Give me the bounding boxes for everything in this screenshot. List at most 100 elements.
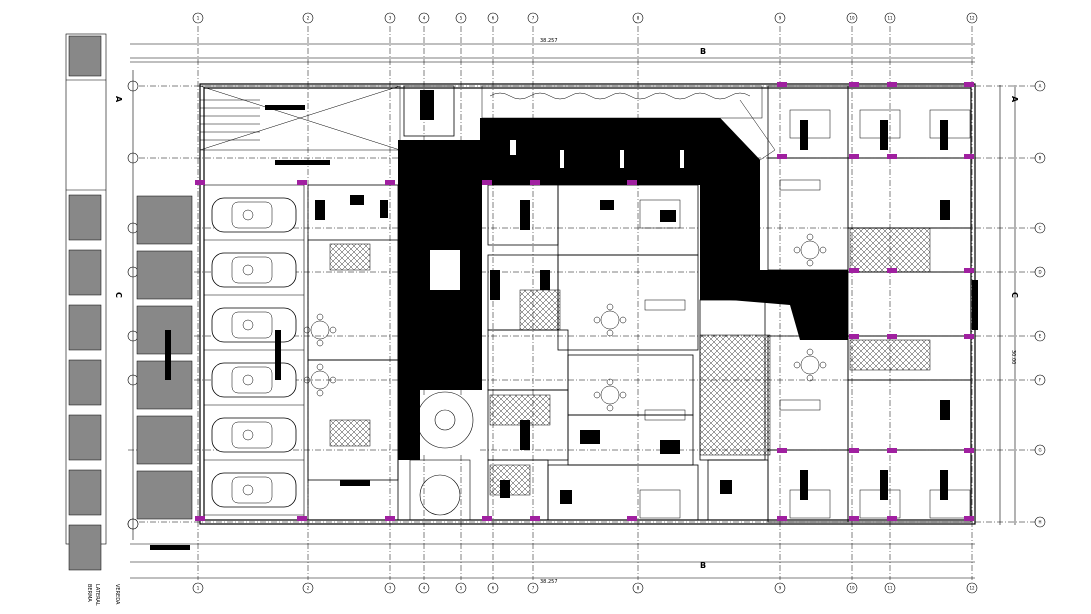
- structural-column: [887, 82, 897, 87]
- planter-box: [136, 415, 193, 465]
- structural-column: [849, 82, 859, 87]
- car: [211, 362, 297, 398]
- parking-cars: [204, 197, 304, 516]
- planter-box: [68, 304, 102, 351]
- planter-box: [136, 250, 193, 300]
- grid-bubble-label: 12: [969, 16, 975, 21]
- ramp-mark: [265, 105, 305, 110]
- wall-block: [580, 430, 600, 444]
- grid-bubble-label: E: [1039, 334, 1042, 339]
- structural-column: [849, 268, 859, 273]
- planter-box: [68, 359, 102, 406]
- grid-bubble: [884, 12, 896, 24]
- dining-table: [800, 355, 820, 375]
- wall-block: [420, 90, 434, 120]
- chair: [819, 361, 827, 369]
- car: [211, 197, 297, 233]
- grid-columns: [197, 26, 973, 580]
- grid-bubble: [1034, 266, 1046, 278]
- structural-column: [297, 180, 307, 185]
- grid-bubble: [1034, 374, 1046, 386]
- bed: [639, 199, 681, 229]
- wall-block: [800, 120, 808, 150]
- planter-box: [136, 360, 193, 410]
- chair: [329, 326, 337, 334]
- grid-bubble-label: 10: [849, 16, 855, 21]
- section-mark-b-bottom: B: [700, 561, 706, 570]
- grid-bubble: [487, 12, 499, 24]
- section-mark-c-left: C: [114, 292, 123, 298]
- corridor-marks: [420, 140, 684, 455]
- structural-column: [849, 154, 859, 159]
- room-partition: [847, 157, 972, 229]
- circulation-corridor: [398, 118, 848, 460]
- structural-column: [627, 180, 637, 185]
- wall-block: [560, 490, 572, 504]
- structural-column: [887, 154, 897, 159]
- structural-column: [964, 448, 974, 453]
- car-roof: [231, 256, 273, 284]
- garden: [481, 85, 776, 161]
- dining-table: [800, 240, 820, 260]
- grid-bubble: [1034, 222, 1046, 234]
- chair: [819, 246, 827, 254]
- right-dimension: 30.00: [1010, 350, 1016, 364]
- grid-bubble-label: 1: [197, 586, 200, 591]
- bed: [929, 489, 971, 519]
- structural-column: [482, 180, 492, 185]
- dining-table: [600, 310, 620, 330]
- planter-box: [136, 305, 193, 355]
- car-roof: [231, 201, 273, 229]
- structural-columns: [195, 82, 974, 521]
- bed: [929, 109, 971, 139]
- wall-block: [520, 420, 530, 450]
- wall-block: [940, 470, 948, 500]
- grid-bubble-label: D: [1038, 270, 1041, 275]
- car: [211, 472, 297, 508]
- car-mark: [242, 264, 254, 276]
- grid-bubble: [884, 582, 896, 594]
- chair: [606, 404, 614, 412]
- structural-column: [777, 82, 787, 87]
- grid-bubble-label: 5: [460, 16, 463, 21]
- chair: [606, 329, 614, 337]
- grid-bubble-label: 8: [637, 586, 640, 591]
- chair: [806, 233, 814, 241]
- grid-bubble: [487, 582, 499, 594]
- wall-block: [940, 400, 950, 420]
- grid-bubble-label: 9: [779, 586, 782, 591]
- grid-bubble: [418, 12, 430, 24]
- wall-block: [275, 330, 281, 380]
- dimension-lines: [130, 43, 1016, 579]
- grid-bubble: [192, 12, 204, 24]
- grid-bubble-label: 2: [307, 16, 310, 21]
- grid-bubble-label: H: [1038, 520, 1041, 525]
- chair: [316, 389, 324, 397]
- furniture: [303, 109, 971, 519]
- wall-block: [660, 440, 680, 454]
- car-roof: [231, 366, 273, 394]
- structural-column: [482, 516, 492, 521]
- hatched-area: [849, 339, 931, 371]
- car-mark: [242, 209, 254, 221]
- chair: [303, 376, 311, 384]
- planter-box: [68, 249, 102, 296]
- wall-block: [165, 330, 171, 380]
- room-partition: [487, 329, 569, 391]
- wall-block: [940, 200, 950, 220]
- ramp-mark: [275, 160, 330, 165]
- grid-bubble-label: 12: [969, 586, 975, 591]
- structural-column: [777, 154, 787, 159]
- bed: [789, 489, 831, 519]
- chair: [316, 313, 324, 321]
- grid-bubble: [1034, 330, 1046, 342]
- label-berma: BERMA: [86, 584, 92, 602]
- grid-bubble: [384, 12, 396, 24]
- planter-box: [68, 35, 102, 77]
- hatched-area: [849, 227, 931, 273]
- grid-bubble: [192, 582, 204, 594]
- grid-bubble: [455, 12, 467, 24]
- grid-bubble: [1034, 152, 1046, 164]
- grid-bubble: [632, 12, 644, 24]
- chair: [806, 259, 814, 267]
